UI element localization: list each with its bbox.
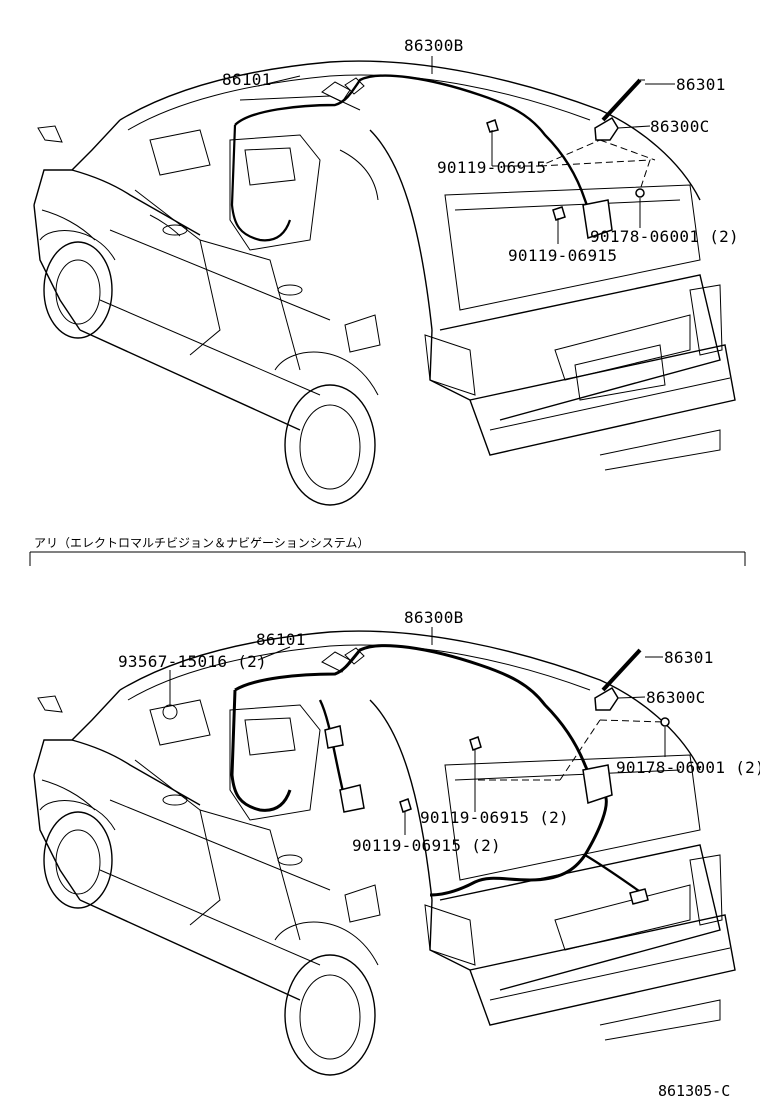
label-86301-bottom: 86301 xyxy=(664,648,714,667)
label-93567-bottom: 93567-15016 (2) xyxy=(118,652,267,671)
label-90119-b-top: 90119-06915 xyxy=(508,246,618,265)
top-vehicle-drawing xyxy=(33,56,736,506)
label-86101-bottom: 86101 xyxy=(256,630,306,649)
section-divider xyxy=(29,551,746,566)
label-86301-top: 86301 xyxy=(676,75,726,94)
label-86300b-top: 86300B xyxy=(404,36,464,55)
label-90119-b-bottom: 90119-06915 (2) xyxy=(352,836,501,855)
label-86101-top: 86101 xyxy=(222,70,272,89)
label-90119-a-top: 90119-06915 xyxy=(437,158,547,177)
diagram-code: 861305-C xyxy=(658,1082,731,1100)
label-90178-bottom: 90178-06001 (2) xyxy=(616,758,760,777)
label-90178-top: 90178-06001 (2) xyxy=(590,227,739,246)
label-86300c-top: 86300C xyxy=(650,117,710,136)
bottom-vehicle-drawing xyxy=(33,627,736,1076)
label-86300c-bottom: 86300C xyxy=(646,688,706,707)
section-note: アリ（エレクトロマルチビジョン＆ナビゲーションシステム） xyxy=(34,536,370,550)
label-86300b-bottom: 86300B xyxy=(404,608,464,627)
label-90119-a-bottom: 90119-06915 (2) xyxy=(420,808,569,827)
